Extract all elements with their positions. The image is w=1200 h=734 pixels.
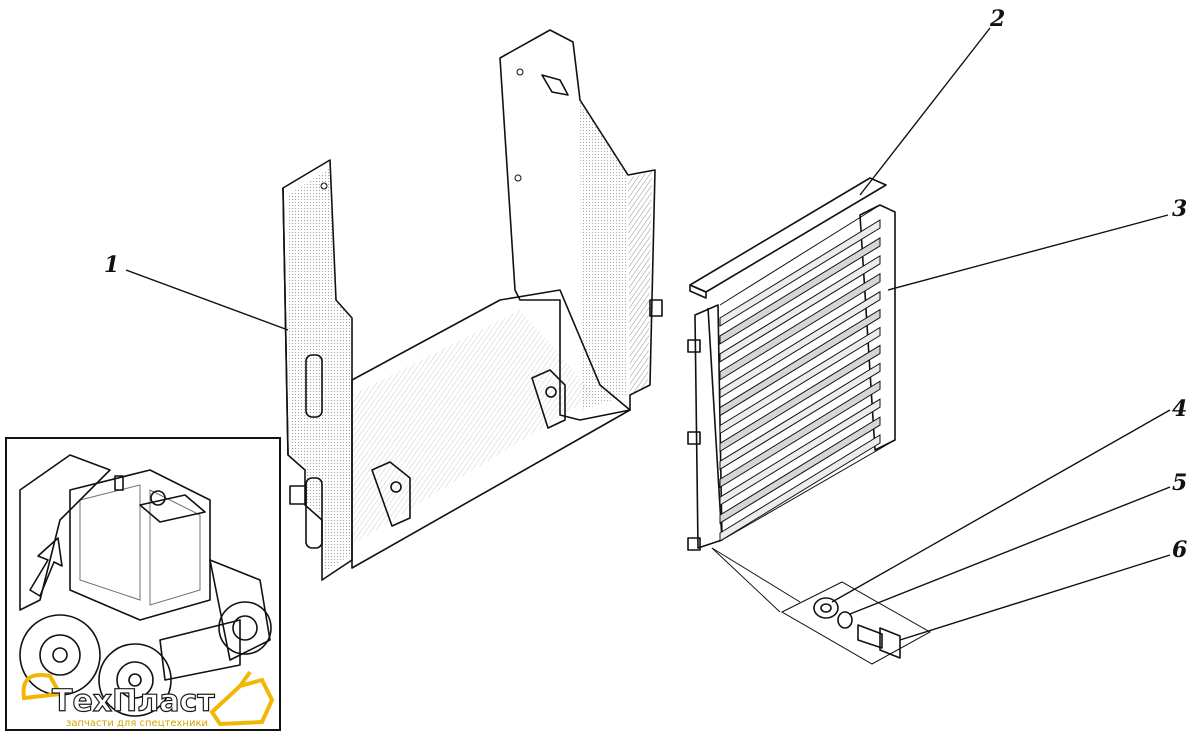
grille-louver <box>719 272 881 381</box>
grille-louver <box>719 237 881 345</box>
callout-3: 3 <box>1172 196 1187 222</box>
bolt-part-6 <box>857 624 901 659</box>
callout-4: 4 <box>1172 396 1187 422</box>
grille-louver <box>719 398 881 507</box>
wheel-rear <box>218 601 272 655</box>
grille-louver <box>719 254 881 363</box>
grille-louver <box>719 308 881 417</box>
grille-louver <box>719 344 881 453</box>
loader-inset: ТехПласт запчасти для спецтехники <box>5 437 281 731</box>
washer-part-4 <box>813 597 839 619</box>
grille-louver <box>719 380 881 489</box>
callout-1: 1 <box>104 252 119 278</box>
seal-strip-part <box>689 177 887 299</box>
leader-lines <box>125 27 1171 641</box>
callout-2: 2 <box>989 6 1005 32</box>
callout-5: 5 <box>1172 470 1187 496</box>
loader-illustration <box>19 454 272 717</box>
grille-louver <box>719 434 881 542</box>
callout-6: 6 <box>1172 537 1187 563</box>
grille-louver <box>719 290 881 399</box>
wheel-front-right <box>98 643 172 717</box>
grille-louver <box>719 416 881 524</box>
logo-name: ТехПласт <box>52 684 215 719</box>
spring-washer-part-5 <box>837 611 853 629</box>
hardware-detail-plate <box>711 547 932 665</box>
grille-louver <box>719 362 881 471</box>
grille-louver <box>719 326 881 435</box>
bracket-frame-part <box>282 29 663 581</box>
radiator-grille-part <box>687 204 896 551</box>
logo-tagline: запчасти для спецтехники <box>66 718 208 729</box>
techplast-logo: ТехПласт запчасти для спецтехники <box>21 670 275 729</box>
grille-louver <box>719 219 881 327</box>
